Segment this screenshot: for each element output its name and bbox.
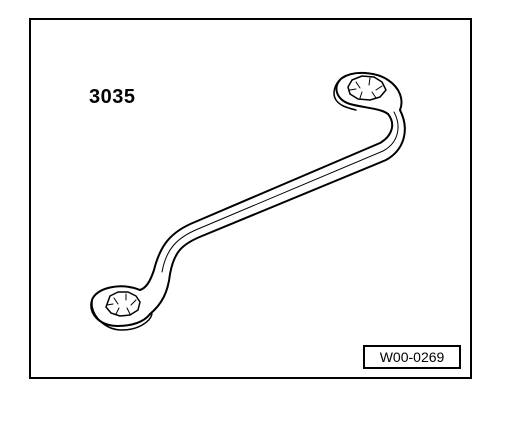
- wrench-lower-neck-2: [149, 273, 171, 315]
- wrench-shaft-ridge: [161, 111, 399, 273]
- wrench-top-head-side: [333, 77, 357, 111]
- reference-code-label: W00-0269: [363, 345, 461, 369]
- wrench-shaft-upper-edge: [153, 113, 394, 271]
- wrench-shaft-lower-edge: [169, 109, 406, 275]
- wrench-lower-neck: [139, 269, 155, 291]
- figure-frame: [29, 18, 472, 379]
- wrench-top-ring-inner: [347, 75, 387, 101]
- tool-number-label: 3035: [89, 86, 136, 108]
- wrench-bottom-ring-inner: [105, 291, 141, 317]
- wrench-bottom-head-side: [91, 299, 153, 331]
